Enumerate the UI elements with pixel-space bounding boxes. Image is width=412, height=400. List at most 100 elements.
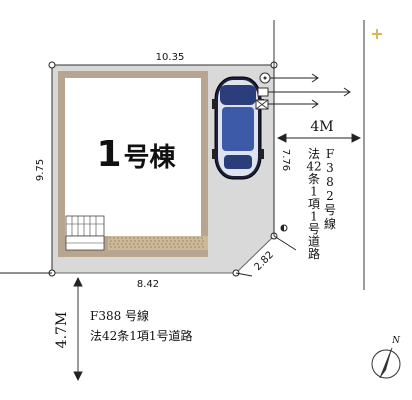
garden-dot — [177, 237, 179, 239]
garden-dot — [198, 246, 200, 248]
garden-dot — [133, 237, 135, 239]
garden-dot — [201, 237, 203, 239]
garden-dot — [157, 237, 159, 239]
garden-dot — [202, 240, 204, 242]
garden-dot — [150, 240, 152, 242]
road-char: 道 — [308, 235, 320, 249]
garden-dot — [185, 237, 187, 239]
garden-dot — [190, 246, 192, 248]
building-label: 1号棟 — [96, 134, 176, 175]
garden-dot — [121, 243, 123, 245]
garden-dot — [194, 240, 196, 242]
garden-dot — [149, 243, 151, 245]
garden-dot — [130, 240, 132, 242]
east-road-width-arrow — [276, 133, 362, 143]
garden-dot — [141, 243, 143, 245]
road-char: 路 — [308, 246, 320, 261]
garden-dot — [138, 240, 140, 242]
garden-dot — [110, 246, 112, 248]
garden-dot — [166, 240, 168, 242]
garden-dot — [113, 243, 115, 245]
parked-car-icon — [212, 76, 264, 180]
garden-dot — [170, 246, 172, 248]
garden-dot — [158, 240, 160, 242]
building-interior — [65, 78, 201, 236]
garden-dot — [169, 243, 171, 245]
road-char: 1 — [310, 210, 318, 224]
road-char: 2 — [326, 189, 334, 203]
road-char: 1 — [310, 185, 318, 199]
garden-dot — [190, 240, 192, 242]
garden-dot — [165, 237, 167, 239]
garden-dot — [129, 243, 131, 245]
road-char: 42 — [306, 160, 321, 174]
garden-dot — [165, 243, 167, 245]
garden-dot — [125, 237, 127, 239]
garden-dot — [174, 240, 176, 242]
garden-dot — [197, 237, 199, 239]
garden-dot — [146, 240, 148, 242]
garden-dot — [129, 237, 131, 239]
garden-dot — [113, 237, 115, 239]
garden-dot — [142, 246, 144, 248]
utility-meters — [255, 72, 271, 110]
south-road-lines — [0, 272, 253, 277]
garden-dot — [121, 237, 123, 239]
garden-dot — [198, 240, 200, 242]
road-char: 項 — [308, 197, 320, 211]
utility-connection-arrows — [268, 73, 351, 109]
east-road-legal: 法42条1項1号道路 — [306, 147, 321, 261]
building-number: 1 — [96, 134, 121, 175]
entrance-steps — [65, 215, 105, 251]
garden-dot — [182, 246, 184, 248]
garden-dot — [194, 246, 196, 248]
garden-dot — [153, 243, 155, 245]
dim-left-depth: 9.75 — [35, 159, 46, 181]
garden-dot — [114, 240, 116, 242]
garden-dot — [130, 246, 132, 248]
garden-dot — [122, 246, 124, 248]
dim-right-depth: 7.76 — [280, 149, 291, 171]
garden-dot — [126, 240, 128, 242]
road-char: 条 — [308, 172, 320, 186]
garden-dot — [154, 246, 156, 248]
garden-dot — [162, 246, 164, 248]
garden-dot — [125, 243, 127, 245]
garden-dot — [149, 237, 151, 239]
garden-dot — [126, 246, 128, 248]
garden-dot — [161, 237, 163, 239]
garden-dot — [189, 237, 191, 239]
garden-dot — [162, 240, 164, 242]
garden-dot — [153, 237, 155, 239]
garden-dot — [109, 243, 111, 245]
garden-dot — [146, 246, 148, 248]
road-char: 号 — [308, 222, 320, 236]
garden-dot — [193, 243, 195, 245]
road-char: F — [326, 147, 334, 161]
south-road-width-arrow — [73, 276, 83, 382]
garden-dot — [161, 243, 163, 245]
south-road-legal: 法42条1項1号道路 — [90, 328, 193, 343]
garden-dot — [122, 240, 124, 242]
garden-dot — [178, 240, 180, 242]
north-label: N — [391, 336, 401, 346]
garden-dot — [145, 237, 147, 239]
garden-dot — [154, 240, 156, 242]
garden-dot — [137, 243, 139, 245]
east-road-width-label: 4M — [310, 119, 333, 135]
garden-dot — [201, 243, 203, 245]
garden-dot — [133, 243, 135, 245]
garden-dot — [145, 243, 147, 245]
road-char: 3 — [326, 161, 334, 175]
garden-dot — [109, 237, 111, 239]
garden-dot — [193, 237, 195, 239]
garden-dot — [158, 246, 160, 248]
garden-dot — [118, 240, 120, 242]
garden-dot — [181, 243, 183, 245]
north-arrow-icon: N — [371, 336, 401, 379]
garden-dot — [110, 240, 112, 242]
road-char: 線 — [324, 216, 336, 231]
garden-dot — [117, 243, 119, 245]
